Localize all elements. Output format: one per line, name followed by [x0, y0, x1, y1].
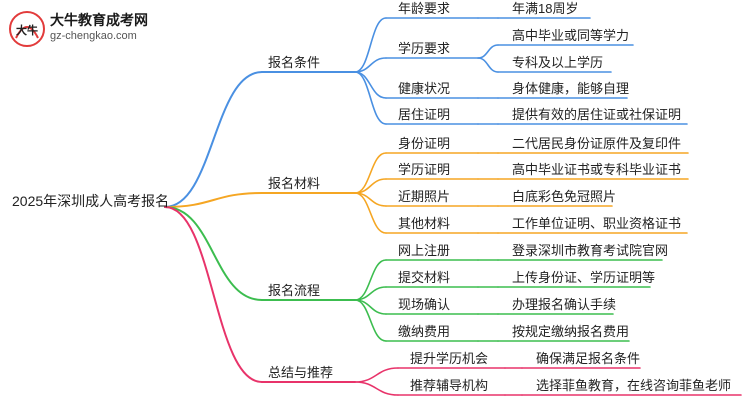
item-label: 居住证明 — [398, 107, 451, 122]
connector-branch-to-item — [354, 71, 387, 125]
branch-label: 总结与推荐 — [268, 365, 334, 380]
branch-label: 报名条件 — [268, 55, 321, 70]
connector-branch-to-item — [354, 57, 387, 73]
leaf-label: 二代居民身份证原件及复印件 — [512, 136, 682, 151]
leaf-label: 上传身份证、学历证明等 — [512, 270, 656, 285]
logo-url: gz-chengkao.com — [50, 30, 137, 42]
site-logo: 大牛 大牛教育成考网 gz-chengkao.com — [8, 8, 158, 52]
item-label: 健康状况 — [398, 81, 451, 96]
item-label: 提交材料 — [398, 270, 451, 285]
leaf-label: 办理报名确认手续 — [512, 297, 617, 312]
item-label: 学历证明 — [398, 162, 451, 177]
leaf-label: 专科及以上学历 — [512, 55, 604, 70]
leaf-label: 工作单位证明、职业资格证书 — [512, 216, 682, 231]
leaf-label: 高中毕业或同等学力 — [512, 28, 630, 43]
item-label: 现场确认 — [398, 297, 451, 312]
leaf-label: 确保满足报名条件 — [536, 351, 641, 366]
connector-root-to-branch — [164, 71, 263, 208]
logo-title: 大牛教育成考网 — [50, 13, 148, 29]
leaf-label: 身体健康，能够自理 — [512, 81, 630, 96]
item-label: 网上注册 — [398, 243, 451, 258]
leaf-label: 年满18周岁 — [512, 1, 579, 16]
branch-label: 报名流程 — [268, 283, 321, 298]
connector-branch-to-item — [354, 17, 387, 73]
connector-root-to-branch — [164, 206, 263, 383]
leaf-label: 高中毕业证书或专科毕业证书 — [512, 162, 682, 177]
item-label: 学历要求 — [398, 41, 451, 56]
connector-branch-to-item — [354, 259, 387, 301]
root-topic: 2025年深圳成人高考报名 — [12, 193, 170, 209]
connector-branch-to-item — [354, 367, 399, 383]
logo-emblem-icon: 大牛 — [9, 11, 45, 47]
item-label: 身份证明 — [398, 136, 451, 151]
item-label: 近期照片 — [398, 189, 451, 204]
item-label: 其他材料 — [398, 216, 451, 231]
connector-branch-to-item — [354, 299, 387, 342]
connector-item-to-leaf — [477, 57, 499, 73]
item-label: 年龄要求 — [398, 1, 451, 16]
connector-branch-to-item — [354, 192, 387, 234]
leaf-label: 选择菲鱼教育，在线咨询菲鱼老师 — [536, 378, 732, 393]
leaf-label: 提供有效的居住证或社保证明 — [512, 107, 682, 122]
leaf-label: 白底彩色免冠照片 — [512, 189, 617, 204]
logo-mark-text: 大牛 — [16, 23, 38, 37]
leaf-label: 按规定缴纳报名费用 — [512, 324, 630, 339]
connector-root-to-branch — [164, 192, 263, 208]
leaf-label: 登录深圳市教育考试院官网 — [512, 243, 669, 258]
item-label: 推荐辅导机构 — [410, 378, 489, 393]
connector-root-to-branch — [164, 206, 263, 301]
connector-item-to-leaf — [477, 44, 499, 59]
connector-branch-to-item — [354, 71, 387, 99]
connector-branch-to-item — [354, 381, 399, 396]
branch-label: 报名材料 — [268, 176, 321, 191]
item-label: 提升学历机会 — [410, 351, 489, 366]
item-label: 缴纳费用 — [398, 324, 451, 339]
